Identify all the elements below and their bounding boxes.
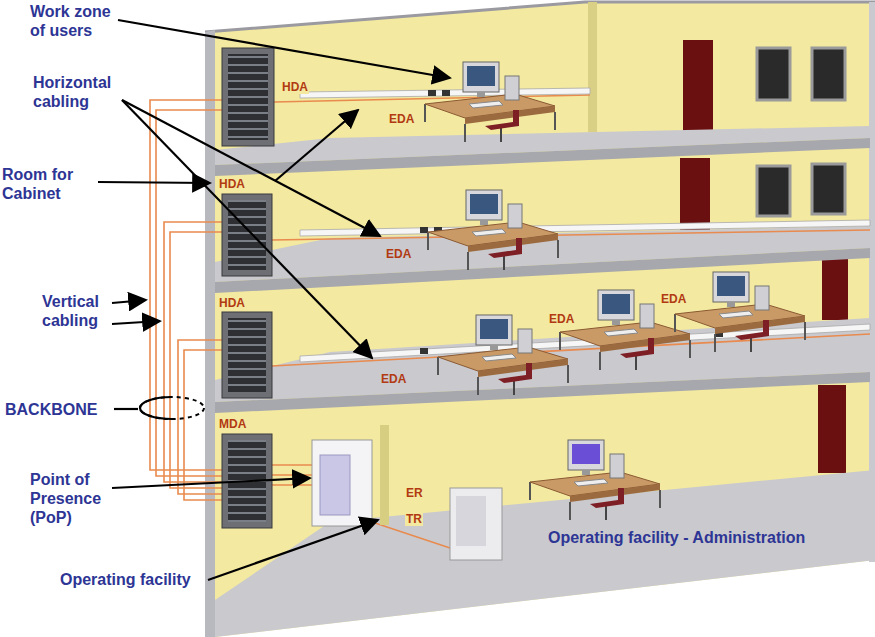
area-code: EDA — [385, 247, 412, 261]
monitor-screen — [572, 444, 600, 464]
leader-arrow — [112, 478, 310, 488]
outlet — [442, 90, 450, 96]
window — [812, 164, 845, 214]
cable — [272, 464, 312, 466]
area-code: HDA — [218, 177, 246, 191]
leader-arrow — [98, 182, 210, 183]
rack-cabinet — [222, 48, 274, 146]
workstation — [425, 62, 555, 142]
window — [757, 48, 790, 100]
outlet — [420, 227, 428, 233]
leader-lines — [98, 20, 450, 580]
rack-front — [228, 54, 268, 140]
cable — [272, 334, 870, 366]
cable — [150, 100, 222, 470]
outlet — [420, 348, 428, 354]
interior-wall — [380, 425, 389, 525]
telecom-cabinet — [450, 488, 502, 560]
area-code: MDA — [218, 417, 247, 431]
front-pillar — [205, 30, 215, 637]
callout-label: Point of Presence (PoP) — [30, 470, 115, 527]
horizontal-cables — [272, 95, 870, 548]
backbone-bracket — [140, 397, 204, 419]
leader-arrow — [208, 520, 378, 580]
area-code: EDA — [380, 372, 407, 386]
area-code: HDA — [218, 296, 246, 310]
door — [680, 158, 710, 230]
area-code: HDA — [281, 80, 309, 94]
area-code: TR — [405, 512, 423, 526]
rack-front — [228, 318, 266, 392]
callout-label: Room for Cabinet — [2, 165, 92, 203]
roof-edge — [205, 2, 875, 32]
cable — [184, 350, 222, 500]
workstation — [530, 440, 660, 520]
leader-arrow — [122, 100, 380, 236]
rack-front — [228, 200, 266, 270]
partition-wall — [588, 2, 597, 132]
backbone-bracket — [140, 397, 172, 419]
cabinet-panel — [320, 455, 350, 515]
window — [757, 166, 790, 216]
area-code: EDA — [388, 112, 415, 126]
cabinet-panel — [456, 496, 486, 546]
cable — [272, 484, 312, 486]
cable-trunking — [300, 220, 870, 236]
rack-cabinet — [222, 194, 272, 276]
cable — [156, 110, 222, 476]
leader-arrow — [112, 300, 146, 303]
riser-cables — [150, 100, 222, 500]
cable-trunking — [300, 88, 590, 98]
rack-cabinet — [222, 312, 272, 398]
workstation — [560, 290, 690, 370]
door — [818, 385, 846, 473]
workstation — [438, 315, 568, 395]
door — [822, 256, 848, 320]
workstation — [675, 272, 805, 352]
leader-arrow — [112, 321, 160, 324]
area-code: EDA — [660, 292, 687, 306]
callout-label: Vertical cabling — [42, 292, 122, 330]
area-code: EDA — [548, 312, 575, 326]
cable — [272, 474, 312, 476]
slab-edge — [215, 248, 870, 293]
back-wall — [205, 2, 875, 637]
entrance-cabinet — [312, 440, 372, 526]
callout-label: Operating facility — [60, 570, 191, 589]
callout-label: BACKBONE — [5, 400, 97, 419]
workstation — [428, 190, 558, 270]
callout-label: Horizontal cabling — [33, 73, 128, 111]
window — [812, 48, 845, 100]
slab-edge — [215, 372, 870, 413]
area-code: ER — [405, 486, 424, 500]
outlet — [428, 90, 436, 96]
leader-arrow — [122, 100, 372, 358]
cable — [164, 222, 222, 482]
slab-edge — [215, 138, 870, 176]
leader-dash — [114, 408, 138, 410]
callout-label: Work zone of users — [30, 2, 122, 40]
leader-arrow — [275, 110, 358, 181]
door — [683, 40, 713, 132]
leader-arrow — [118, 20, 450, 78]
callout-label: Operating facility - Administration — [548, 528, 805, 547]
